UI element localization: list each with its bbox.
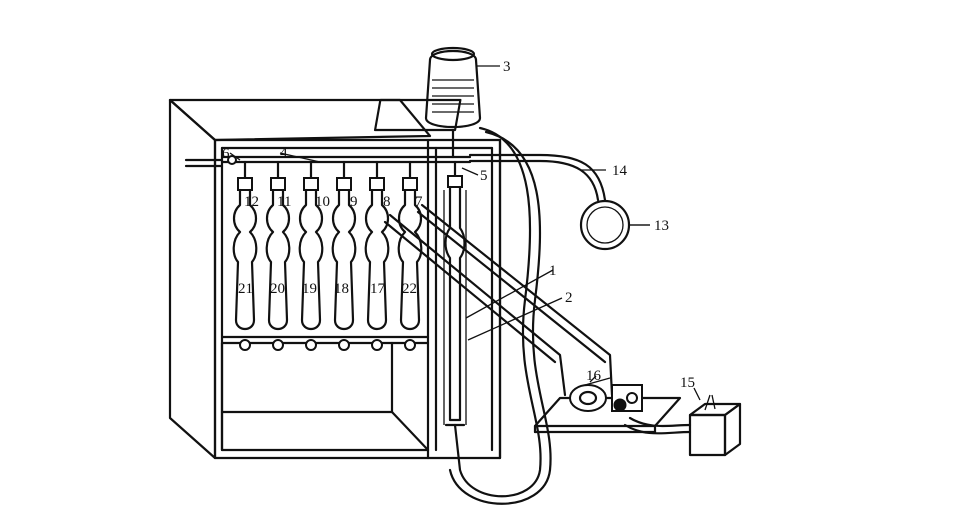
label-16: 16 — [586, 368, 602, 384]
label-22: 22 — [402, 281, 417, 297]
label-15: 15 — [680, 375, 695, 391]
leader-lines — [229, 65, 701, 401]
label-3: 3 — [503, 59, 511, 75]
label-5: 5 — [480, 168, 488, 184]
manifold-pipe — [220, 155, 472, 165]
burette — [298, 160, 324, 351]
label-20: 20 — [270, 281, 285, 297]
burette — [265, 160, 291, 351]
sample-stage — [533, 377, 682, 434]
label-11: 11 — [277, 194, 291, 210]
cabinet-side — [168, 98, 217, 460]
label-6: 6 — [222, 146, 230, 162]
label-8: 8 — [383, 194, 391, 210]
label-9: 9 — [350, 194, 358, 210]
label-21: 21 — [238, 281, 253, 297]
burette — [232, 160, 258, 351]
label-7: 7 — [415, 194, 423, 210]
label-2: 2 — [565, 290, 573, 306]
label-1: 1 — [549, 263, 557, 279]
burette-row — [232, 160, 423, 351]
tubing — [383, 126, 692, 505]
burette — [397, 160, 423, 351]
label-12: 12 — [244, 194, 259, 210]
measuring-burette — [443, 160, 467, 427]
label-17: 17 — [370, 281, 386, 297]
label-13: 13 — [654, 218, 669, 234]
label-18: 18 — [334, 281, 349, 297]
burette — [364, 160, 390, 351]
reservoir-bottle — [373, 46, 482, 159]
label-14: 14 — [612, 163, 628, 179]
number-labels: 3 6 4 5 14 13 1 2 16 15 12 11 10 9 8 7 2… — [222, 59, 695, 391]
label-10: 10 — [315, 194, 330, 210]
valve-knob — [227, 155, 237, 165]
label-19: 19 — [302, 281, 317, 297]
label-4: 4 — [280, 145, 288, 161]
container — [688, 394, 742, 457]
burette — [331, 160, 357, 351]
